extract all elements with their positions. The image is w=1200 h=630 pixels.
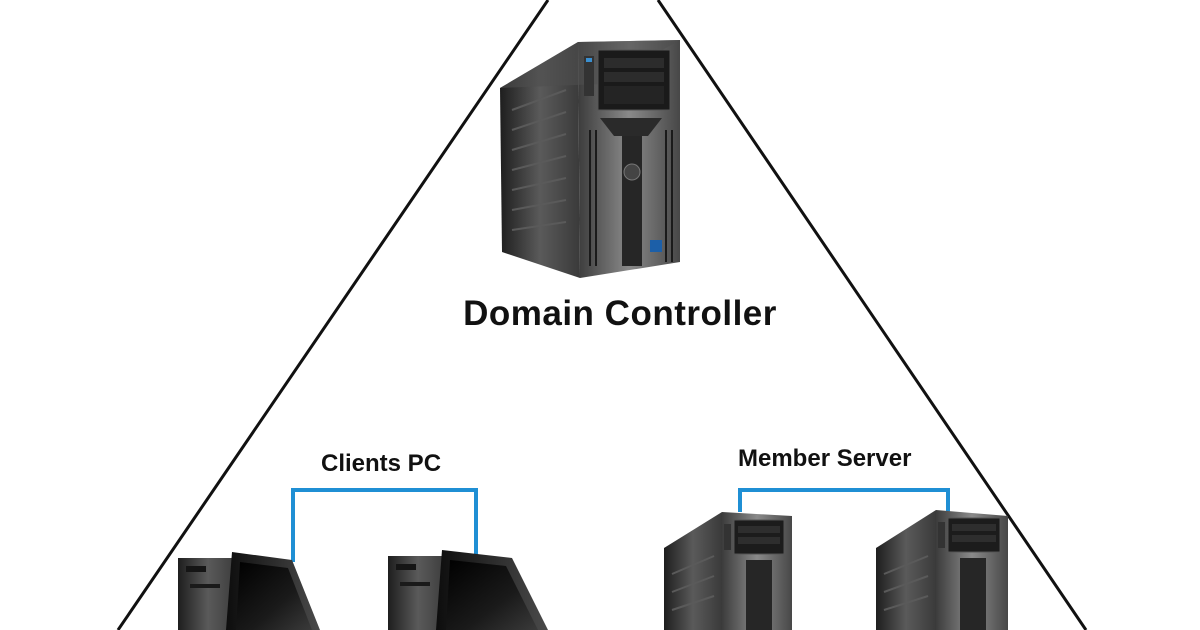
member-servers-link <box>738 488 950 512</box>
clients-pc-label: Clients PC <box>321 450 442 477</box>
member-server-2-icon <box>876 510 1008 630</box>
domain-triangle <box>116 0 1088 630</box>
client-pc-2-icon <box>388 550 548 630</box>
member-server-label: Member Server <box>738 445 912 472</box>
client-pc-1-icon <box>178 552 320 630</box>
domain-controller-server-icon <box>500 40 680 278</box>
domain-controller-label: Domain Controller <box>463 294 777 333</box>
member-server-1-icon <box>664 512 792 630</box>
clients-link <box>291 488 478 562</box>
